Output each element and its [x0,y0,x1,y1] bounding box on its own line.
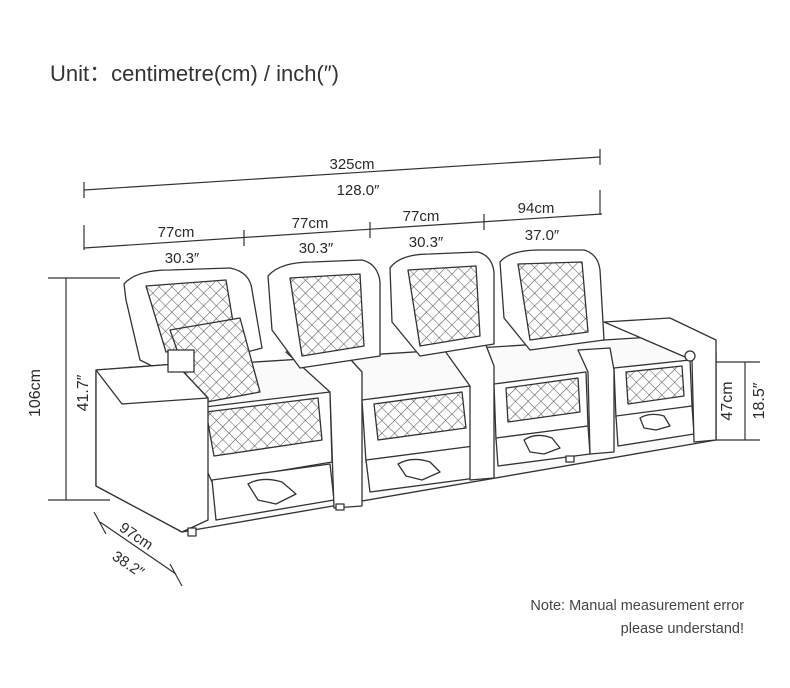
seat-1-width-cm: 77cm [157,224,195,241]
seat-4-width-cm: 94cm [517,200,555,217]
depth-line [93,511,183,587]
note-line-2: please understand! [620,621,744,637]
height-cm: 106cm [27,368,44,418]
seat-3-width-cm: 77cm [402,208,440,225]
seat-2-width-inch: 30.3″ [298,240,334,257]
overall-width-inch: 128.0″ [336,182,380,199]
overall-width-cm: 325cm [329,156,375,173]
seat-2 [267,259,477,493]
height-line [48,277,120,501]
sofa-illustration [95,249,717,537]
seat-1 [123,267,335,521]
console-3 [577,347,615,455]
height-inch: 41.7″ [75,374,92,412]
seat-width-line [83,213,603,249]
seat-1-width-inch: 30.3″ [164,250,200,267]
note-line-1: Note: Manual measurement error [530,598,744,614]
seat-height-cm: 47cm [719,381,736,421]
seat-3-width-inch: 30.3″ [408,234,444,251]
seat-height-inch: 18.5″ [751,382,768,420]
seat-2-width-cm: 77cm [291,215,329,232]
unit-title: Unit：centimetre(cm) / inch(″) [50,61,339,86]
seat-4 [499,249,695,447]
seat-4-width-inch: 37.0″ [524,227,560,244]
overall-width-line [83,149,601,250]
seat-3 [389,251,591,467]
